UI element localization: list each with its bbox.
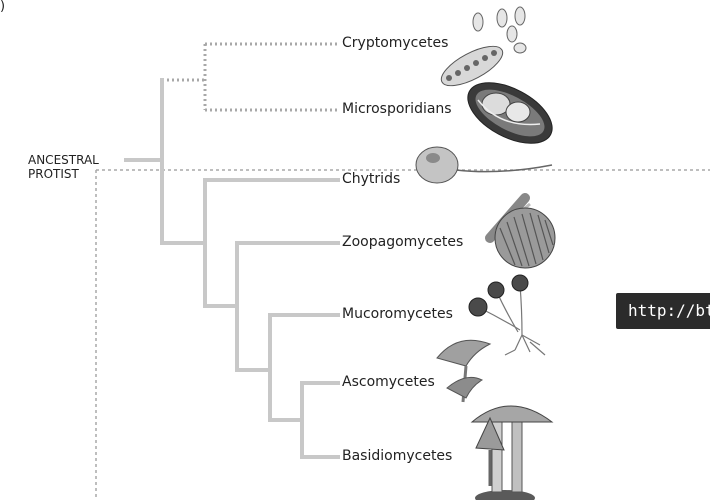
taxon-label-ascomycetes: Ascomycetes bbox=[341, 374, 436, 390]
basidiomycetes-illustration bbox=[470, 405, 554, 500]
region-boundary bbox=[95, 169, 710, 500]
taxon-label-mucoromycetes: Mucoromycetes bbox=[341, 306, 454, 322]
solid-branches bbox=[124, 78, 340, 459]
ascomycetes-illustration bbox=[436, 339, 492, 403]
dotted-branches bbox=[162, 42, 338, 112]
taxon-label-cryptomycetes: Cryptomycetes bbox=[341, 35, 450, 51]
cryptomycetes-illustration bbox=[440, 6, 527, 87]
mucoromycetes-illustration bbox=[468, 274, 546, 356]
taxon-label-chytrids: Chytrids bbox=[341, 171, 402, 187]
corner-mark: ) bbox=[0, 0, 6, 14]
taxon-label-basidiomycetes: Basidiomycetes bbox=[341, 448, 454, 464]
root-label-line1: ANCESTRAL bbox=[28, 153, 99, 167]
taxon-label-microsporidians: Microsporidians bbox=[341, 101, 453, 117]
taxon-label-zoopagomycetes: Zoopagomycetes bbox=[341, 234, 465, 250]
zoopagomycetes-illustration bbox=[485, 193, 556, 269]
root-label: ANCESTRAL PROTIST bbox=[28, 153, 99, 181]
microsporidians-illustration bbox=[467, 82, 553, 144]
root-label-line2: PROTIST bbox=[28, 167, 79, 181]
chytrids-illustration bbox=[415, 146, 553, 184]
url-tooltip: http://bt bbox=[616, 293, 710, 329]
